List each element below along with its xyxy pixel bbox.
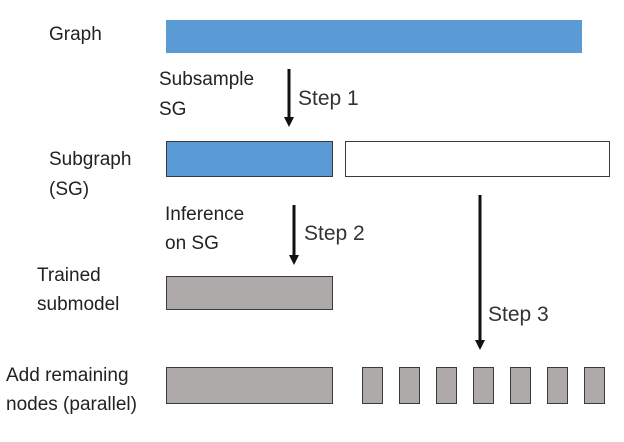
subgraph-label-line2: (SG) [49,179,90,200]
step1-label: Step 1 [298,87,359,110]
subgraph-label-line1: Subgraph [49,149,132,170]
parallel-node-block-7 [584,367,605,404]
trained-submodel-bar [166,276,333,310]
parallel-node-block-4 [473,367,494,404]
parallel-node-block-2 [399,367,420,404]
step1-caption-line1: Subsample [159,69,255,90]
step2-caption-line1: Inference [165,204,245,225]
add-nodes-label-line1: Add remaining [6,365,129,386]
trained-label-line2: submodel [37,294,120,315]
remaining-graph-bar [345,141,610,177]
step2-caption-line2: on SG [165,233,219,254]
parallel-node-block-6 [547,367,568,404]
parallel-node-block-1 [362,367,383,404]
subgraph-bar [166,141,333,177]
parallel-node-block-5 [510,367,531,404]
combined-model-bar [166,367,333,404]
step2-label: Step 2 [304,222,365,245]
step3-label: Step 3 [488,303,549,326]
parallel-node-block-3 [436,367,457,404]
step1-caption-line2: SG [159,99,187,120]
trained-label-line1: Trained [37,265,101,286]
graph-label: Graph [49,24,102,45]
add-nodes-label-line2: nodes (parallel) [6,394,137,415]
graph-bar [166,20,582,53]
